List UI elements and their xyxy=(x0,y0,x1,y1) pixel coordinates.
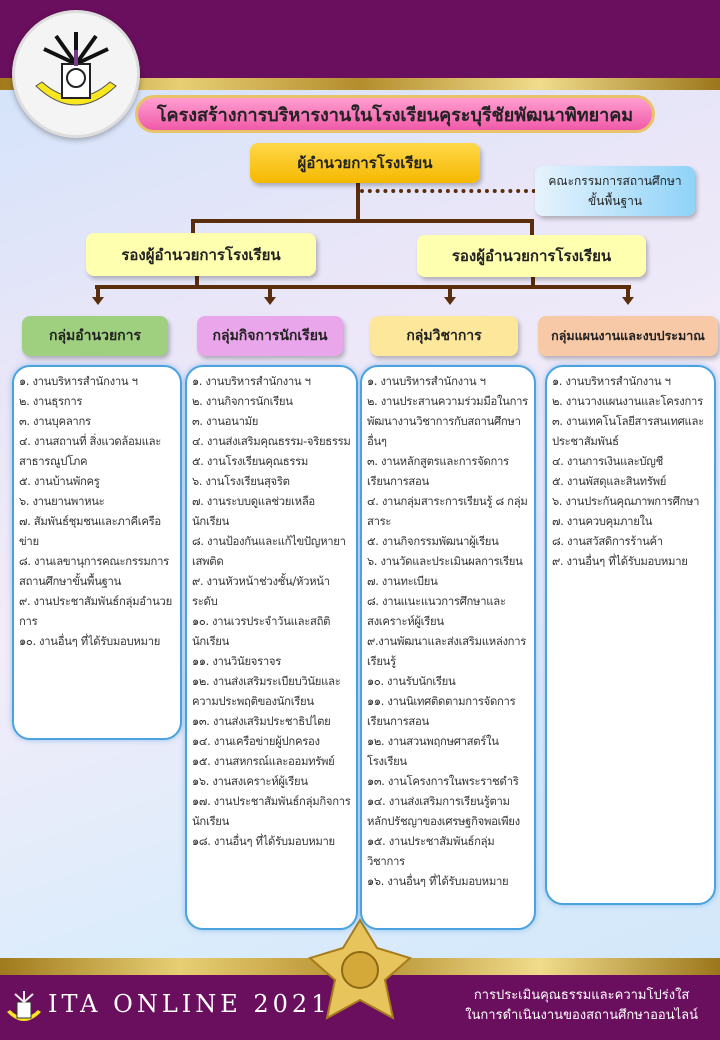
list-item: ๓. งานเทคโนโลยีสารสนเทศและประชาสัมพันธ์ xyxy=(552,415,704,448)
director-box: ผู้อำนวยการโรงเรียน xyxy=(250,143,480,183)
list-item: ๗. งานทะเบียน xyxy=(367,575,438,588)
list-item: ๙.งานพัฒนาและส่งเสริมแหล่งการเรียนรู้ xyxy=(367,635,527,668)
group-header: กลุ่มแผนงานและงบประมาณ xyxy=(538,316,718,356)
list-item: ๗. สัมพันธ์ชุมชนและภาคีเครือข่าย xyxy=(19,515,161,548)
list-item: ๘. งานสวัสดิการร้านค้า xyxy=(552,535,663,548)
list-item: ๕. งานพัสดุและสินทรัพย์ xyxy=(552,475,667,488)
arrow-down-icon xyxy=(444,297,456,305)
connector-line xyxy=(95,285,631,289)
connector-line xyxy=(356,182,360,222)
list-item: ๑๕. งานสหกรณ์และออมทรัพย์ xyxy=(192,755,335,768)
footer-caption: การประเมินคุณธรรมและความโปร่งใส ในการดำเ… xyxy=(465,986,698,1026)
connector-line xyxy=(530,219,534,235)
list-item: ๑๘. งานอื่นๆ ที่ได้รับมอบหมาย xyxy=(192,835,335,848)
list-item: ๑๓. งานโครงการในพระราชดำริ xyxy=(367,775,519,788)
connector-line xyxy=(268,287,272,297)
list-item: ๑๑. งานนิเทศติดตามการจัดการเรียนการสอน xyxy=(367,695,516,728)
list-item: ๑๗. งานประชาสัมพันธ์กลุ่มกิจการนักเรียน xyxy=(192,795,351,828)
list-item: ๘. งานเลขานุการคณะกรรมการสถานศึกษาขั้นพื… xyxy=(19,555,169,588)
gold-ornament-icon xyxy=(307,918,413,1020)
connector-line xyxy=(448,287,452,297)
group-task-list: ๑. งานบริหารสำนักงาน ฯ๒. งานประสานความร่… xyxy=(360,365,536,930)
list-item: ๑๒. งานสวนพฤกษศาสตร์ในโรงเรียน xyxy=(367,735,499,768)
connector-line xyxy=(96,287,100,297)
school-emblem-icon xyxy=(7,991,41,1021)
list-item: ๑๐. งานเวรประจำวันและสถิตินักเรียน xyxy=(192,615,331,648)
list-item: ๑๕. งานประชาสัมพันธ์กลุ่มวิชาการ xyxy=(367,835,495,868)
list-item: ๒. งานวางแผนงานและโครงการ xyxy=(552,395,703,408)
list-item: ๖. งานประกันคุณภาพการศึกษา xyxy=(552,495,700,508)
list-item: ๗. งานควบคุมภายใน xyxy=(552,515,653,528)
list-item: ๑๑. งานวินัยจราจร xyxy=(192,655,282,668)
arrow-down-icon xyxy=(92,297,104,305)
list-item: ๑๖. งานอื่นๆ ที่ได้รับมอบหมาย xyxy=(367,875,509,888)
list-item: ๑๖. งานสงเคราะห์ผู้เรียน xyxy=(192,775,308,788)
list-item: ๑๐. งานรับนักเรียน xyxy=(367,675,456,688)
list-item: ๑๒. งานส่งเสริมระเบียบวินัยและความประพฤต… xyxy=(192,675,341,708)
list-item: ๒. งานธุรการ xyxy=(19,395,83,408)
committee-box: คณะกรรมการสถานศึกษา ขั้นพื้นฐาน xyxy=(535,166,695,216)
group-task-list: ๑. งานบริหารสำนักงาน ฯ๒. งานธุรการ๓. งาน… xyxy=(12,365,182,740)
list-item: ๑๔. งานส่งเสริมการเรียนรู้ตามหลักปรัชญาข… xyxy=(367,795,520,828)
group-task-list: ๑. งานบริหารสำนักงาน ฯ๒. งานวางแผนงานและ… xyxy=(545,365,716,905)
group-header: กลุ่มกิจการนักเรียน xyxy=(197,316,343,356)
list-item: ๑. งานบริหารสำนักงาน ฯ xyxy=(367,375,486,388)
school-logo xyxy=(12,10,140,138)
list-item: ๓. งานอนามัย xyxy=(192,415,259,428)
deputy-director-box: รองผู้อำนวยการโรงเรียน xyxy=(417,235,646,277)
list-item: ๘. งานแนะแนวการศึกษาและสงเคราะห์ผู้เรียน xyxy=(367,595,506,628)
list-item: ๖. งานยานพาหนะ xyxy=(19,495,105,508)
arrow-down-icon xyxy=(264,297,276,305)
list-item: ๗. งานระบบดูแลช่วยเหลือนักเรียน xyxy=(192,495,315,528)
deputy-director-box: รองผู้อำนวยการโรงเรียน xyxy=(86,233,316,276)
list-item: ๖. งานวัดและประเมินผลการเรียน xyxy=(367,555,523,568)
list-item: ๑๓. งานส่งเสริมประชาธิปไตย xyxy=(192,715,331,728)
list-item: ๘. งานป้องกันและแก้ไขปัญหายาเสพติด xyxy=(192,535,346,568)
connector-line xyxy=(191,219,534,223)
group-header: กลุ่มอำนวยการ xyxy=(22,316,168,356)
list-item: ๑๔. งานเครือข่ายผู้ปกครอง xyxy=(192,735,320,748)
arrow-down-icon xyxy=(622,297,634,305)
list-item: ๒. งานประสานความร่วมมือในการพัฒนางานวิชา… xyxy=(367,395,528,448)
list-item: ๑๐. งานอื่นๆ ที่ได้รับมอบหมาย xyxy=(19,635,161,648)
school-emblem-icon xyxy=(35,32,117,106)
list-item: ๔. งานส่งเสริมคุณธรรม-จริยธรรม xyxy=(192,435,351,448)
list-item: ๑. งานบริหารสำนักงาน ฯ xyxy=(192,375,311,388)
list-item: ๔. งานการเงินและบัญชี xyxy=(552,455,663,468)
list-item: ๙. งานหัวหน้าช่วงชั้น/หัวหน้าระดับ xyxy=(192,575,330,608)
list-item: ๙. งานอื่นๆ ที่ได้รับมอบหมาย xyxy=(552,555,688,568)
list-item: ๒. งานกิจการนักเรียน xyxy=(192,395,293,408)
footer-line-1: การประเมินคุณธรรมและความโปร่งใส xyxy=(473,988,690,1003)
list-item: ๑. งานบริหารสำนักงาน ฯ xyxy=(552,375,671,388)
dotted-connector xyxy=(360,189,536,193)
group-task-list: ๑. งานบริหารสำนักงาน ฯ๒. งานกิจการนักเรี… xyxy=(185,365,358,930)
group-header: กลุ่มวิชาการ xyxy=(370,316,518,356)
list-item: ๙. งานประชาสัมพันธ์กลุ่มอำนวยการ xyxy=(19,595,172,628)
footer-line-2: ในการดำเนินงานของสถานศึกษาออนไลน์ xyxy=(465,1008,698,1023)
gold-stripe xyxy=(0,78,720,90)
list-item: ๔. งานสถานที่ สิ่งแวดล้อมและสาธารณูปโภค xyxy=(19,435,162,468)
list-item: ๕. งานโรงเรียนคุณธรรม xyxy=(192,455,309,468)
list-item: ๓. งานหลักสูตรและการจัดการเรียนการสอน xyxy=(367,455,509,488)
list-item: ๖. งานโรงเรียนสุจริต xyxy=(192,475,290,488)
connector-line xyxy=(626,287,630,297)
list-item: ๑. งานบริหารสำนักงาน ฯ xyxy=(19,375,138,388)
list-item: ๔. งานกลุ่มสาระการเรียนรู้ ๘ กลุ่มสาระ xyxy=(367,495,528,528)
list-item: ๓. งานบุคลากร xyxy=(19,415,91,428)
page-title: โครงสร้างการบริหารงานในโรงเรียนคุระบุรีช… xyxy=(135,95,655,133)
connector-line xyxy=(195,275,199,287)
ita-brand: ITA ONLINE 2021 xyxy=(48,990,331,1018)
list-item: ๕. งานกิจกรรมพัฒนาผู้เรียน xyxy=(367,535,499,548)
connector-line xyxy=(531,275,535,287)
list-item: ๕. งานบ้านพักครู xyxy=(19,475,100,488)
connector-line xyxy=(191,219,195,235)
